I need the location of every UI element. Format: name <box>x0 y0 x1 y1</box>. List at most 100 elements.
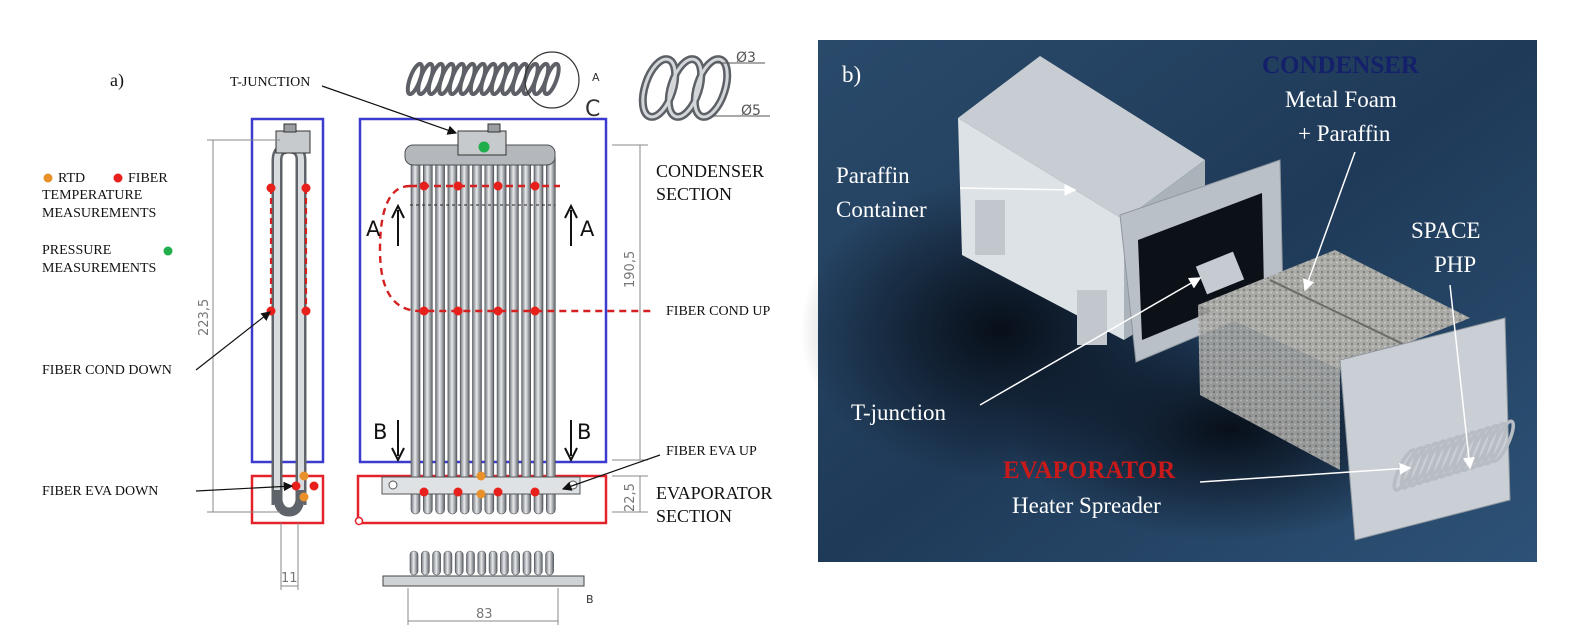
section-a-arrow <box>391 203 405 246</box>
heater-spreader-arrow <box>1199 462 1412 483</box>
fiber-sensor <box>530 306 540 316</box>
front-tube <box>410 151 421 515</box>
coil-zoom <box>638 55 732 121</box>
rtd-sensor <box>476 489 486 499</box>
front-tube <box>496 151 507 515</box>
detail-c-circle <box>524 51 580 109</box>
fiber-sensor <box>419 306 429 316</box>
metal-foam-label: Metal Foam <box>1285 87 1397 112</box>
paraffin-container-arrow <box>959 183 1077 196</box>
fiber-legend-marker <box>113 173 123 183</box>
fiber-sensor <box>530 181 540 191</box>
evaporator-corner-marker <box>354 516 364 526</box>
section-a-arrow <box>564 203 578 246</box>
fiber-sensor <box>493 306 503 316</box>
side-view: 223,5 11 <box>197 117 325 590</box>
rtd-sensor <box>299 492 309 502</box>
side-t-junction-cap <box>283 123 297 133</box>
php-label: PHP <box>1434 252 1476 277</box>
callout-t-junction-arrow <box>321 85 458 135</box>
fiber-sensor <box>291 481 301 491</box>
callout-fiber-eva-down-arrow <box>195 481 294 492</box>
bottom-coil <box>522 550 532 576</box>
front-tube <box>509 151 519 515</box>
fiber-sensor <box>301 183 311 193</box>
fiber-sensor <box>419 181 429 191</box>
fiber-sensor <box>530 487 540 497</box>
front-tube <box>459 151 470 515</box>
dim-dia-inner: Ø3 <box>736 50 756 66</box>
t-junction-arrow <box>979 277 1202 406</box>
legend-pressure-measurements: MEASUREMENTS <box>42 261 156 276</box>
rtd-sensor <box>299 471 309 481</box>
label-evaporator-section: SECTION <box>656 506 732 526</box>
side-evaporator-box <box>250 474 325 525</box>
dim-height-eva: 22,5 <box>623 483 638 512</box>
bottom-coil <box>454 550 464 576</box>
section-b-arrow <box>564 420 578 463</box>
space-label: SPACE <box>1411 218 1480 243</box>
pressure-sensor <box>478 141 490 153</box>
fiber-sensor <box>301 306 311 316</box>
front-tube <box>435 151 445 515</box>
section-mark-b-right: B <box>577 420 591 444</box>
callout-fiber-eva-up-arrow <box>561 454 661 491</box>
bottom-coil <box>500 550 509 576</box>
front-tube-array <box>410 151 556 515</box>
front-tube <box>484 151 495 515</box>
fiber-sensor <box>493 181 503 191</box>
rtd-sensor <box>476 471 486 481</box>
panel-b-label: b) <box>842 62 861 87</box>
coil-turn <box>542 61 561 97</box>
bottom-coil <box>443 550 453 576</box>
fiber-sensor <box>493 487 503 497</box>
fiber-sensor <box>266 183 276 193</box>
bottom-view: B 83 <box>382 550 594 625</box>
container-foot <box>1077 290 1107 345</box>
bottom-coil <box>409 550 419 576</box>
fiber-cond-up-path <box>378 184 655 313</box>
pressure-legend-marker <box>163 246 173 256</box>
label-condenser-section: SECTION <box>656 184 732 204</box>
paraffin-foam-label: + Paraffin <box>1298 121 1391 146</box>
evaporator-title: EVAPORATOR <box>1003 457 1176 484</box>
side-condenser-box <box>250 117 325 464</box>
heater-spreader-label: Heater Spreader <box>1012 493 1161 518</box>
container-top <box>958 56 1205 220</box>
php-assembly <box>1195 250 1516 541</box>
callout-fiber-cond-down-arrow <box>195 311 271 371</box>
front-tube <box>545 151 556 515</box>
container-foot <box>975 200 1005 255</box>
section-mark-a-right: A <box>580 217 595 241</box>
photo-t-junction <box>1195 251 1245 295</box>
fiber-sensor <box>453 306 463 316</box>
condenser-title: CONDENSER <box>1262 52 1420 79</box>
bottom-coil <box>511 550 521 576</box>
callout-t-junction: T-JUNCTION <box>230 75 310 90</box>
bottom-coil <box>420 550 430 576</box>
legend-pressure: PRESSURE <box>42 243 111 258</box>
legend-temperature: TEMPERATURE <box>42 188 142 203</box>
fiber-sensor <box>419 487 429 497</box>
plate-hole <box>388 480 398 490</box>
front-tube <box>521 151 532 515</box>
side-t-junction <box>275 130 311 154</box>
callout-fiber-cond-up: FIBER COND UP <box>666 304 770 319</box>
label-evaporator: EVAPORATOR <box>656 483 772 503</box>
bottom-coil <box>533 550 543 576</box>
dim-width-side: 11 <box>281 571 298 586</box>
heater-spreader-plate <box>1339 317 1511 541</box>
dim-width-front: 83 <box>476 607 493 622</box>
front-condenser-box <box>358 117 608 464</box>
container-label: Container <box>836 197 927 222</box>
panel-a: a) RTD FIBER TEMPERATURE MEASUREMENTS PR… <box>42 50 772 625</box>
photo-coil-turn <box>1482 421 1508 466</box>
space-php-arrow <box>1449 284 1475 470</box>
dim-height-total: 223,5 <box>197 299 212 336</box>
front-t-junction-cap <box>487 123 501 133</box>
panel-a-label: a) <box>110 70 124 91</box>
section-b-arrow <box>391 420 405 463</box>
dim-dia-outer: Ø5 <box>741 103 761 119</box>
foam-split <box>1269 279 1406 346</box>
